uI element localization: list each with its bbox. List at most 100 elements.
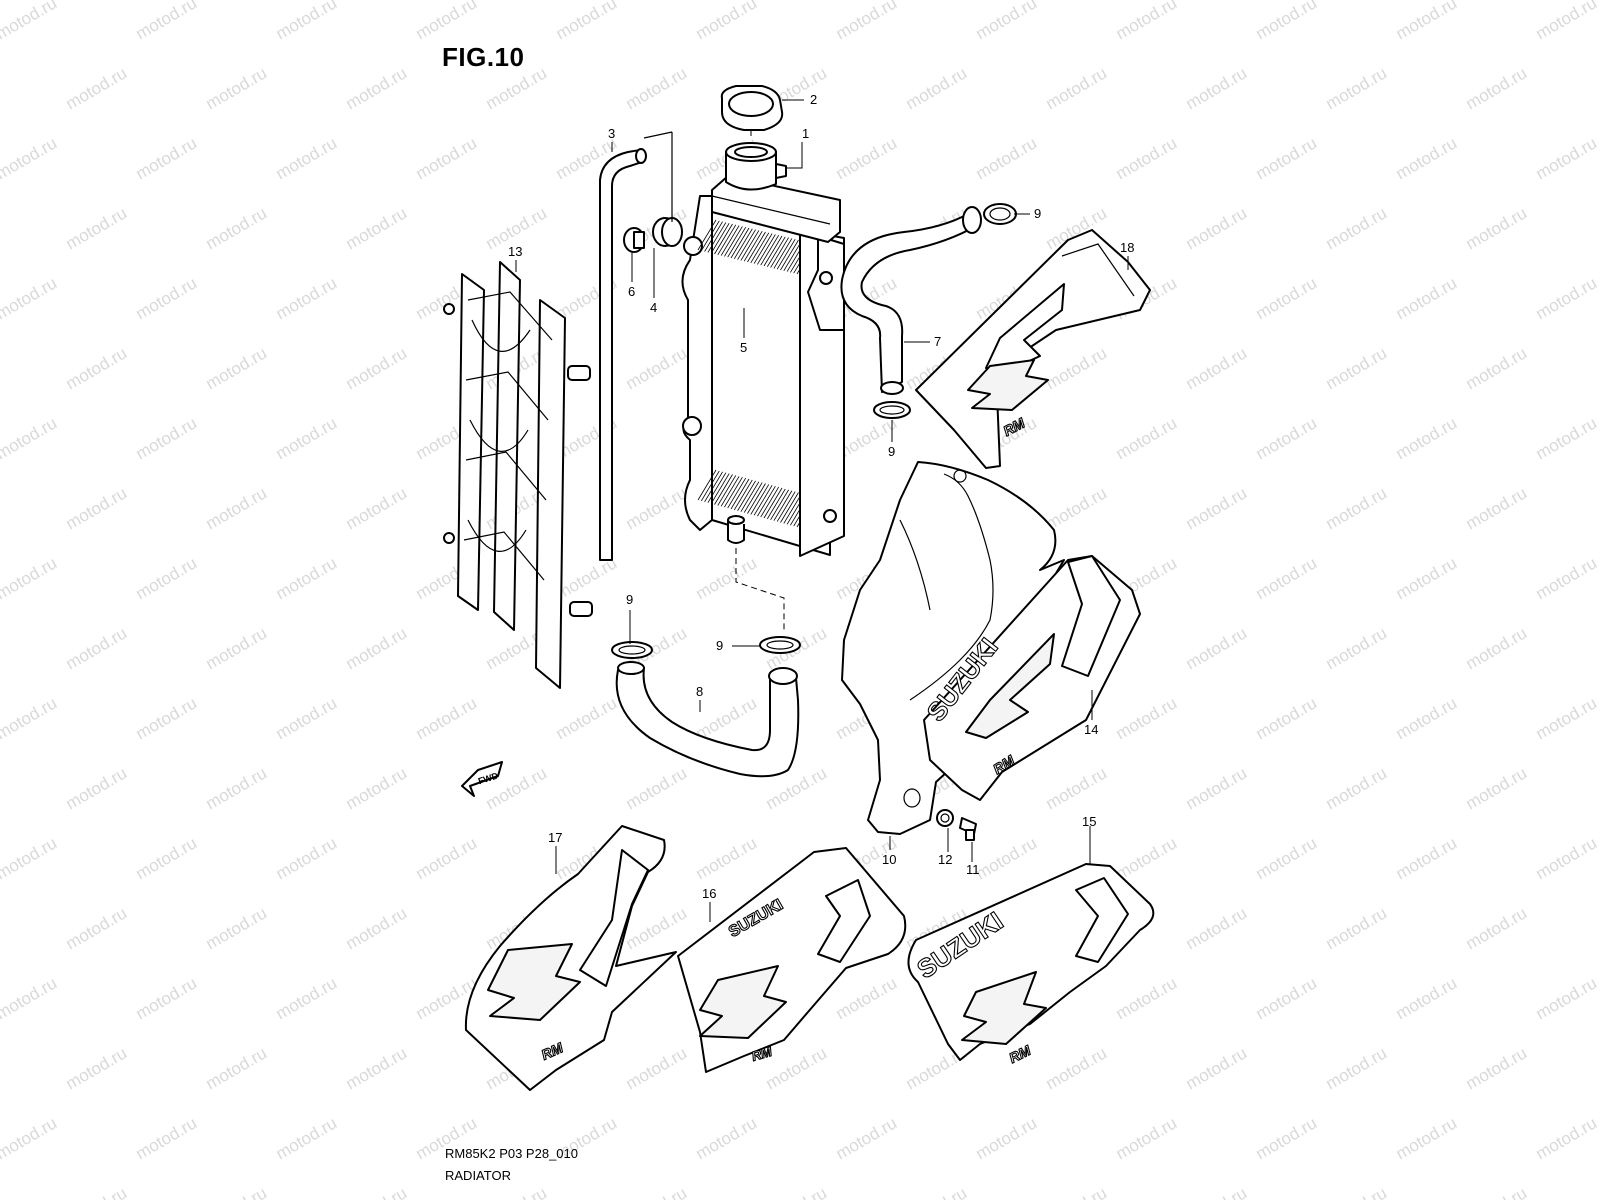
radiator-fin (743, 482, 763, 513)
radiator-fin (733, 228, 753, 260)
radiator-fin (710, 473, 730, 504)
leader-line-frame (643, 131, 673, 222)
radiator-fin (776, 491, 796, 522)
decal-15: SUZUKI RM (907, 863, 1155, 1067)
radiator-louver-13 (443, 261, 593, 689)
dashed-guide-bottom (735, 548, 785, 632)
radiator-fin (737, 229, 756, 260)
callout-label: 15 (1082, 814, 1096, 829)
radiator-fin (710, 222, 730, 254)
cushion-4 (652, 217, 683, 247)
radiator-fin (760, 234, 780, 266)
radiator-fin (763, 235, 783, 267)
radiator-fin (743, 230, 763, 262)
radiator-fin (724, 226, 743, 257)
decal-17: RM (464, 825, 677, 1091)
callout-label: 12 (938, 852, 952, 867)
radiator-fin (704, 471, 723, 503)
radiator-fin (700, 470, 720, 502)
upper-hose-7 (840, 206, 982, 395)
radiator-cap-2 (720, 85, 784, 131)
radiator-fin (714, 474, 733, 505)
radiator-fin (697, 219, 717, 251)
hose-clamp-9 (759, 636, 801, 654)
radiator-fin (700, 220, 720, 252)
radiator-fin (757, 485, 776, 517)
hose-clamp-9 (983, 203, 1017, 225)
hose-clamp-9 (873, 401, 911, 419)
radiator-fin (697, 469, 717, 501)
callout-label: 1 (802, 126, 809, 141)
radiator-fin (783, 240, 803, 272)
radiator-fin (770, 237, 789, 268)
radiator-fin (760, 486, 780, 518)
figure-title: FIG.10 (442, 42, 525, 72)
radiator-fin (780, 239, 799, 271)
callout-label: 6 (628, 284, 635, 299)
radiator-fin (737, 480, 756, 512)
radiator-fin (740, 481, 760, 512)
overflow-hose-3 (599, 148, 647, 561)
radiator-fin (780, 492, 799, 523)
radiator-fin (714, 223, 733, 255)
radiator-fin (707, 222, 727, 253)
callout-label: 7 (934, 334, 941, 349)
callout-label: 17 (548, 830, 562, 845)
radiator-fin (730, 478, 750, 510)
radiator-fin (704, 221, 723, 252)
radiator-fin (776, 238, 796, 270)
radiator-fin (763, 487, 783, 519)
radiator-fin (717, 475, 737, 506)
callout-label: 9 (626, 592, 633, 607)
radiator-fin (727, 226, 747, 258)
decal-model-badge: RM (750, 1044, 775, 1064)
radiator-1 (681, 142, 845, 557)
callout-leader-lines (515, 99, 1129, 922)
radiator-fin (757, 234, 776, 265)
radiator-fin (727, 477, 747, 509)
bolt-11 (959, 817, 977, 841)
radiator-fin (724, 476, 743, 508)
radiator-fin (766, 488, 786, 520)
decal-16: SUZUKI RM (677, 847, 907, 1073)
callout-label: 2 (810, 92, 817, 107)
callout-label: 8 (696, 684, 703, 699)
radiator-fin (740, 230, 760, 261)
callout-label: 9 (716, 638, 723, 653)
callout-label: 9 (1034, 206, 1041, 221)
radiator-fin (720, 476, 740, 507)
radiator-fin (766, 236, 786, 268)
callout-label: 5 (740, 340, 747, 355)
radiator-fin (770, 489, 789, 521)
radiator-fin (753, 485, 773, 516)
callout-label: 13 (508, 244, 522, 259)
collar-6 (623, 227, 645, 253)
radiator-fin (747, 231, 766, 263)
radiator-fin (730, 227, 750, 259)
shroud-decal-18: RM (915, 229, 1151, 469)
callout-label: 10 (882, 852, 896, 867)
radiator-fin (717, 224, 737, 256)
decal-model-badge: RM (1000, 414, 1027, 439)
decal-model-badge: RM (1006, 1042, 1033, 1066)
callout-label: 16 (702, 886, 716, 901)
radiator-fin (750, 232, 770, 264)
callout-label: 11 (966, 862, 980, 877)
radiator-shroud-10 (841, 461, 1065, 835)
callout-label: 18 (1120, 240, 1134, 255)
callout-label: 4 (650, 300, 657, 315)
washer-12 (936, 809, 954, 827)
callout-label: 14 (1084, 722, 1098, 737)
radiator-fin (773, 238, 793, 269)
radiator-fin (750, 484, 770, 515)
callout-label: 3 (608, 126, 615, 141)
radiator-fin (783, 493, 803, 524)
forward-arrow-icon: FWD (461, 761, 503, 797)
radiator-fin (707, 472, 727, 503)
figure-name: RADIATOR (445, 1168, 511, 1183)
hose-clamp-9 (611, 641, 653, 659)
radiator-fin (733, 479, 753, 511)
lower-hose-8 (615, 661, 800, 778)
figure-code: RM85K2 P03 P28_010 (445, 1146, 578, 1161)
